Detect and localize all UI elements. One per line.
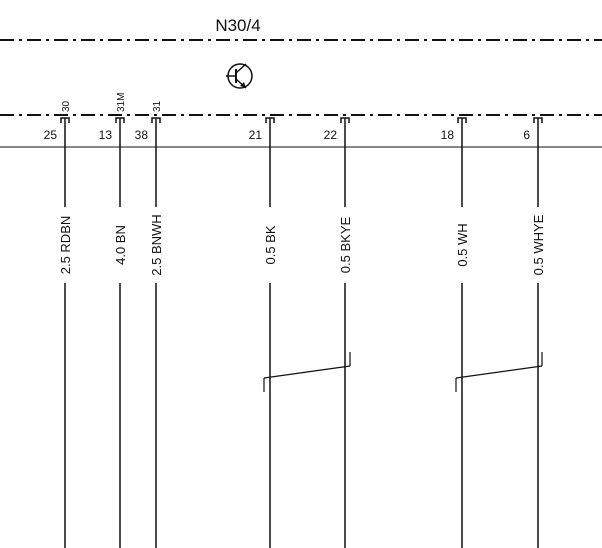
component-label: N30/4 xyxy=(215,16,260,35)
pin-number: 25 xyxy=(44,128,58,142)
wire-label: 0.5 BK xyxy=(263,225,278,264)
pin-number: 13 xyxy=(99,128,113,142)
wire-label: 0.5 BKYE xyxy=(338,216,353,273)
wire-label: 0.5 WH xyxy=(455,223,470,266)
wire-label: 2.5 RDBN xyxy=(58,216,73,275)
pin-number: 18 xyxy=(441,128,455,142)
pin-6: 6 0.5 WHYE xyxy=(523,117,546,548)
pin-22: 22 0.5 BKYE xyxy=(324,117,353,548)
wire-label: 2.5 BNWH xyxy=(149,214,164,275)
pin-number: 22 xyxy=(324,128,338,142)
wire-label: 4.0 BN xyxy=(113,225,128,265)
terminal-label: 31 xyxy=(152,100,163,112)
pin-number: 6 xyxy=(523,128,530,142)
pin-number: 38 xyxy=(135,128,149,142)
pin-25: 25 30 2.5 RDBN xyxy=(44,100,73,548)
pin-18: 18 0.5 WH xyxy=(441,117,470,548)
twisted-pair-marker xyxy=(263,352,351,392)
transistor-icon xyxy=(226,63,253,89)
pin-38: 38 31 2.5 BNWH xyxy=(135,100,164,548)
wire-label: 0.5 WHYE xyxy=(531,214,546,275)
pin-21: 21 0.5 BK xyxy=(249,117,278,548)
pin-13: 13 31M 4.0 BN xyxy=(99,93,128,548)
terminal-label: 30 xyxy=(61,100,72,112)
terminal-label: 31M xyxy=(116,93,127,112)
pin-number: 21 xyxy=(249,128,263,142)
twisted-pair-marker xyxy=(455,352,543,392)
